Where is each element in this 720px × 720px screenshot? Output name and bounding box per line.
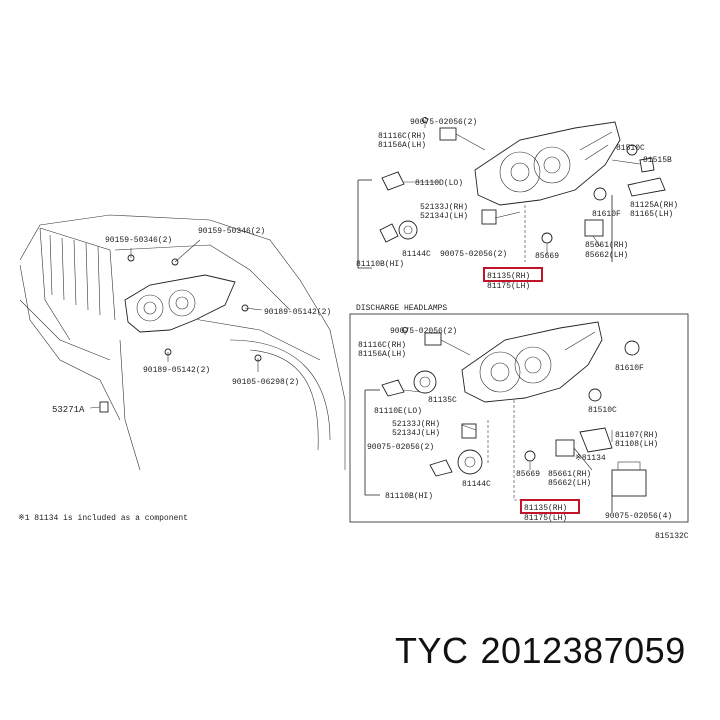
callout-t-12: 90075-02056(2) (440, 250, 507, 259)
callout-t-7: 81125A(RH) (630, 201, 678, 210)
callout-t-16: 85661(RH) (585, 241, 628, 250)
callout-t-17: 85662(LH) (585, 251, 628, 260)
brand-name: TYC (395, 630, 469, 671)
callout-v-2: 90159-50346(2) (198, 227, 265, 236)
part-caption: TYC 2012387059 (395, 630, 715, 680)
callout-b-3: 81156A(LH) (358, 350, 406, 359)
callout-t-18: 81135(RH) (487, 272, 530, 281)
callout-v-5: 90105-06298(2) (232, 378, 299, 387)
callout-b-1: 90075-02056(2) (390, 327, 457, 336)
callout-b-17: 85662(LH) (548, 479, 591, 488)
callout-t-19: 81175(LH) (487, 282, 530, 291)
top-headlamp-exploded (357, 117, 666, 269)
callout-b-9: 52134J(LH) (392, 429, 440, 438)
callout-t-10: 52133J(RH) (420, 203, 468, 212)
callout-b-11: 81107(RH) (615, 431, 658, 440)
callout-t-6: 81515B (643, 156, 672, 165)
callout-t-2: 81116C(RH) (378, 132, 426, 141)
callout-b-19: 81135(RH) (524, 504, 567, 513)
highlight-box-bottom (520, 499, 580, 514)
vehicle-front-illustration (19, 214, 346, 471)
callout-b-10: 90075-02056(2) (367, 443, 434, 452)
callout-b-18: 81110B(HI) (385, 492, 433, 501)
callout-b-14: 81144C (462, 480, 491, 489)
figure-code: 815132C (655, 532, 689, 541)
callout-b-16: 85661(RH) (548, 470, 591, 479)
callout-b-21: 90075-02056(4) (605, 512, 672, 521)
callout-t-8: 81165(LH) (630, 210, 673, 219)
callout-v-3: 90189-05142(2) (264, 308, 331, 317)
callout-v-1: 90159-50346(2) (105, 236, 172, 245)
callout-b-12: 81108(LH) (615, 440, 658, 449)
callout-t-4: 81110D(LO) (415, 179, 463, 188)
callout-t-5: 81510C (616, 144, 645, 153)
callout-b-7: 81510C (588, 406, 617, 415)
callout-v-4: 90189-05142(2) (143, 366, 210, 375)
callout-b-15: 85669 (516, 470, 540, 479)
callout-t-3: 81156A(LH) (378, 141, 426, 150)
part-number: 2012387059 (480, 630, 686, 671)
callout-b-20: 81175(LH) (524, 514, 567, 523)
callout-t-9: 81610F (592, 210, 621, 219)
callout-b-5: 81610F (615, 364, 644, 373)
callout-t-13: 81144C (402, 250, 431, 259)
callout-t-11: 52134J(LH) (420, 212, 468, 221)
callout-b-13: ※81134 (575, 454, 606, 463)
bottom-headlamp-exploded (364, 321, 647, 512)
callout-t-1: 90075-02056(2) (410, 118, 477, 127)
section-title: DISCHARGE HEADLAMPS (356, 304, 447, 313)
callout-t-15: 85669 (535, 252, 559, 261)
callout-b-4: 81135C (428, 396, 457, 405)
discharge-section-frame (349, 313, 689, 523)
callout-b-6: 81110E(LO) (374, 407, 422, 416)
callout-t-14: 81110B(HI) (356, 260, 404, 269)
callout-v-6: 53271A (52, 405, 85, 415)
footnote: ※1 81134 is included as a component (18, 514, 188, 523)
callout-b-8: 52133J(RH) (392, 420, 440, 429)
callout-b-2: 81116C(RH) (358, 341, 406, 350)
highlight-box-top (483, 267, 543, 282)
